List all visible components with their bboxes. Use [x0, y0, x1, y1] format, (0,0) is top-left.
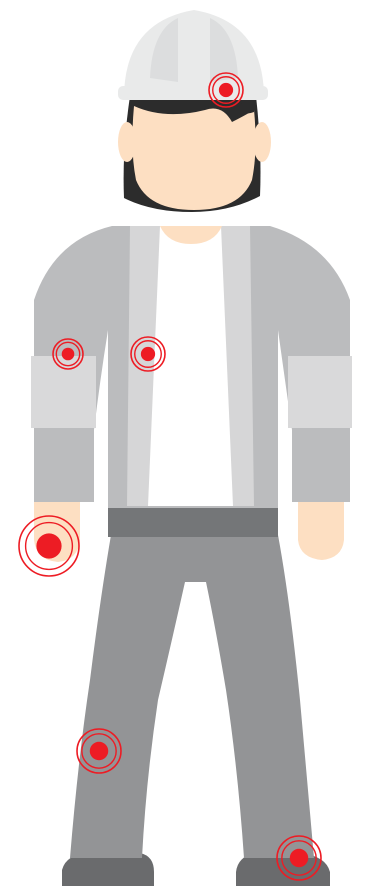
face [132, 106, 255, 210]
right-ear [253, 122, 271, 162]
left-cuff [31, 356, 96, 428]
right-cuff [288, 356, 352, 428]
pants [70, 535, 314, 858]
right-hand [298, 500, 344, 560]
hard-hat [118, 10, 268, 100]
belt [108, 506, 278, 537]
hard-hat-brim [118, 86, 268, 100]
